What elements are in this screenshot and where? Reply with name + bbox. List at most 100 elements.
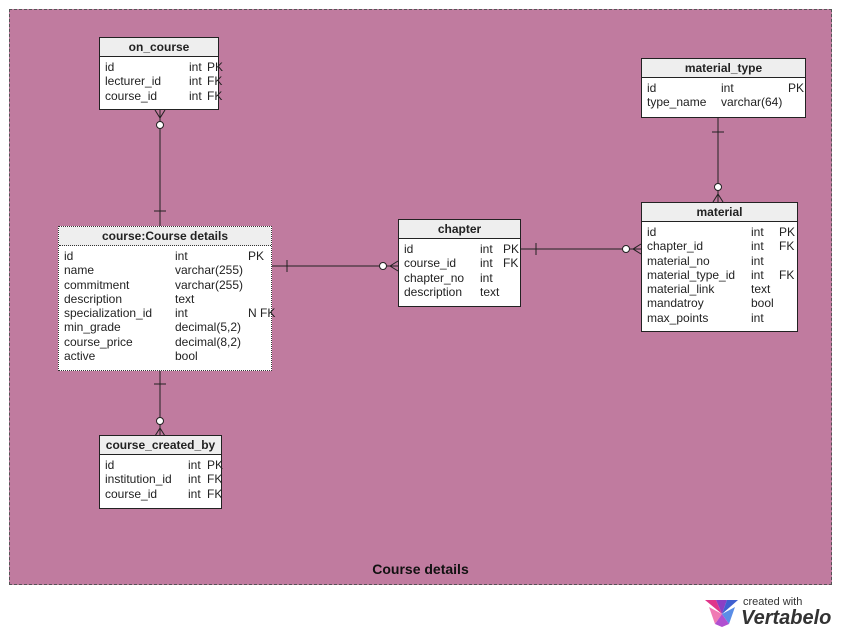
column-type: int — [480, 270, 493, 285]
column-row[interactable]: id int PK — [105, 60, 223, 74]
column-name: mandatroy — [647, 296, 704, 311]
column-type: bool — [175, 349, 198, 364]
column-type: text — [480, 284, 500, 299]
column-name: id — [647, 225, 657, 239]
column-key: PK — [207, 60, 224, 74]
column-type: int — [751, 225, 764, 239]
column-name: course_id — [404, 256, 457, 271]
column-type: int — [751, 239, 764, 254]
column-name: course_id — [105, 88, 158, 103]
vertabelo-logo: created with Vertabelo — [705, 596, 835, 630]
column-name: active — [64, 349, 96, 364]
column-key: PK — [503, 242, 520, 256]
table-title: material_type — [642, 59, 805, 78]
column-name: id — [404, 242, 414, 256]
rel-chapter-material — [521, 243, 642, 255]
column-row[interactable]: course_price decimal(8,2) — [64, 335, 266, 349]
column-type: bool — [751, 296, 774, 311]
column-row[interactable]: chapter_id int FK — [647, 239, 795, 254]
column-name: id — [64, 249, 74, 263]
column-type: decimal(8,2) — [175, 334, 242, 349]
vertabelo-brand-text: Vertabelo — [741, 607, 832, 629]
column-row[interactable]: name varchar(255) — [64, 263, 266, 277]
column-row[interactable]: course_id int FK — [105, 486, 222, 501]
column-row[interactable]: type_name varchar(64) — [647, 95, 800, 109]
column-type: int — [751, 253, 764, 268]
column-name: name — [64, 263, 95, 278]
column-name: material_link — [647, 282, 715, 297]
column-type: int — [189, 60, 202, 74]
column-name: specialization_id — [64, 306, 153, 321]
column-name: course_price — [64, 334, 133, 349]
table-title: course:Course details — [59, 227, 271, 246]
column-row[interactable]: active bool — [64, 349, 266, 363]
column-row[interactable]: material_no int — [647, 254, 792, 268]
table-title: course_created_by — [100, 436, 221, 455]
created-with-text: created with — [743, 596, 803, 608]
column-name: lecturer_id — [105, 74, 162, 89]
column-key: FK — [503, 256, 519, 271]
column-type: decimal(5,2) — [175, 320, 242, 335]
table-title: material — [642, 203, 797, 222]
column-key: FK — [779, 239, 795, 254]
column-row[interactable]: mandatroy bool — [647, 296, 792, 310]
column-row[interactable]: course_id int FK — [404, 256, 519, 271]
column-key: FK — [779, 267, 795, 282]
column-type: int — [188, 458, 201, 472]
column-name: material_no — [647, 253, 710, 268]
column-type: int — [480, 242, 493, 256]
rel-course-on-course — [154, 109, 166, 226]
column-row[interactable]: chapter_no int — [404, 271, 515, 285]
column-type: int — [175, 306, 188, 321]
column-type: int — [189, 74, 202, 89]
column-name: id — [105, 60, 115, 74]
column-name: course_id — [105, 486, 158, 501]
column-name: type_name — [647, 95, 707, 110]
column-row[interactable]: id int PK — [404, 242, 519, 256]
column-name: description — [404, 284, 463, 299]
column-row[interactable]: description text — [404, 285, 515, 299]
column-name: chapter_id — [647, 239, 704, 254]
column-type: int — [751, 310, 764, 325]
column-row[interactable]: min_grade decimal(5,2) — [64, 320, 266, 334]
column-type: int — [188, 472, 201, 487]
column-name: id — [105, 458, 115, 472]
column-name: description — [64, 291, 123, 306]
rel-material-type-material — [712, 118, 724, 203]
column-key: PK — [788, 81, 805, 95]
column-type: int — [175, 249, 188, 263]
column-name: chapter_no — [404, 270, 465, 285]
column-type: varchar(255) — [175, 263, 244, 278]
table-title: on_course — [100, 38, 218, 57]
column-key: FK — [207, 486, 223, 501]
column-type: int — [480, 256, 493, 271]
column-key: PK — [207, 458, 224, 472]
column-type: int — [721, 81, 734, 95]
column-type: int — [188, 486, 201, 501]
column-name: min_grade — [64, 320, 121, 335]
column-row[interactable]: id int PK — [105, 458, 223, 472]
rel-course-created-by — [154, 371, 166, 437]
column-name: commitment — [64, 277, 130, 292]
column-type: int — [189, 88, 202, 103]
column-type: varchar(64) — [721, 95, 783, 110]
